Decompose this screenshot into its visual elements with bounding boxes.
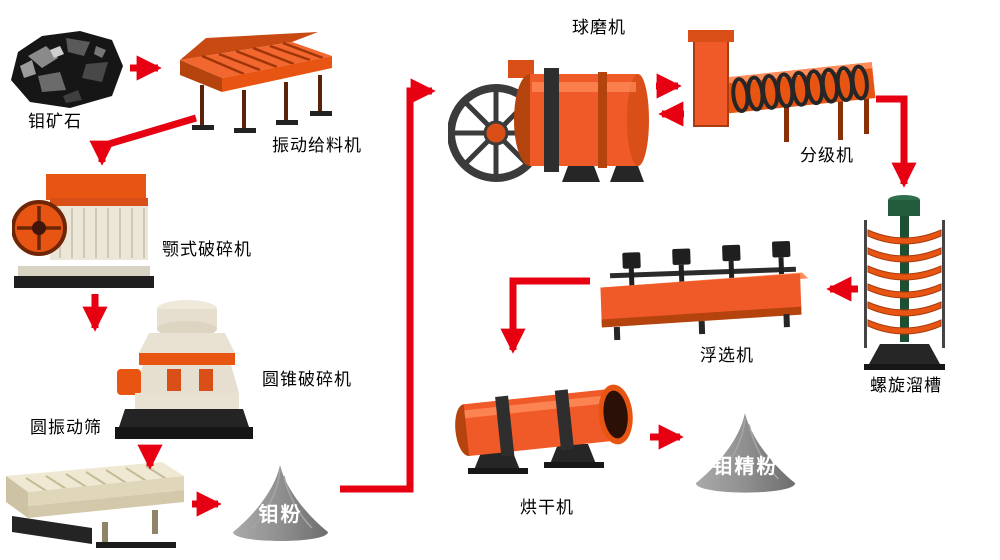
label-ore: 钼矿石 xyxy=(28,112,82,132)
powder-pile-illustration xyxy=(233,465,328,541)
label-cone-crusher: 圆锥破碎机 xyxy=(262,370,352,390)
concentrate-pile: 钼精粉 xyxy=(688,410,803,502)
arrow-classifier-to-spiral-chute xyxy=(876,95,917,188)
label-ball-mill: 球磨机 xyxy=(572,18,626,38)
spiral-classifier-illustration xyxy=(688,30,876,142)
label-jaw-crusher: 颚式破碎机 xyxy=(162,240,252,260)
ball-mill-illustration xyxy=(448,60,649,182)
spiral-classifier xyxy=(688,28,876,146)
jaw-crusher-illustration xyxy=(12,174,154,288)
rotary-dryer xyxy=(440,362,648,482)
cone-crusher-illustration xyxy=(115,300,253,439)
flotation-machine-illustration xyxy=(600,240,809,341)
spiral-chute-illustration xyxy=(864,195,945,370)
powder-pile: 钼粉 xyxy=(228,462,333,550)
ore-rock-photo xyxy=(8,28,126,110)
vibrating-screen xyxy=(2,452,187,552)
ore-rock-illustration xyxy=(11,31,123,108)
arrow-flotation-to-dryer xyxy=(500,277,590,354)
concentrate-pile-illustration xyxy=(695,413,796,493)
label-dryer: 烘干机 xyxy=(520,498,574,518)
vibrating-screen-illustration xyxy=(6,462,184,548)
vibrating-feeder-illustration xyxy=(180,32,332,133)
label-spiral-chute: 螺旋溜槽 xyxy=(870,376,942,396)
ball-mill xyxy=(448,30,653,185)
rotary-dryer-illustration xyxy=(455,384,633,474)
label-classifier: 分级机 xyxy=(800,146,854,166)
label-vibrating-screen: 圆振动筛 xyxy=(30,418,102,438)
flotation-machine xyxy=(593,232,811,342)
label-flotation: 浮选机 xyxy=(700,346,754,366)
label-concentrate: 钼精粉 xyxy=(712,454,779,478)
cone-crusher xyxy=(115,295,253,447)
label-powder: 钼粉 xyxy=(258,502,303,526)
spiral-chute xyxy=(862,192,947,372)
jaw-crusher xyxy=(12,168,157,293)
label-feeder: 振动给料机 xyxy=(272,136,362,156)
vibrating-feeder xyxy=(172,30,337,135)
